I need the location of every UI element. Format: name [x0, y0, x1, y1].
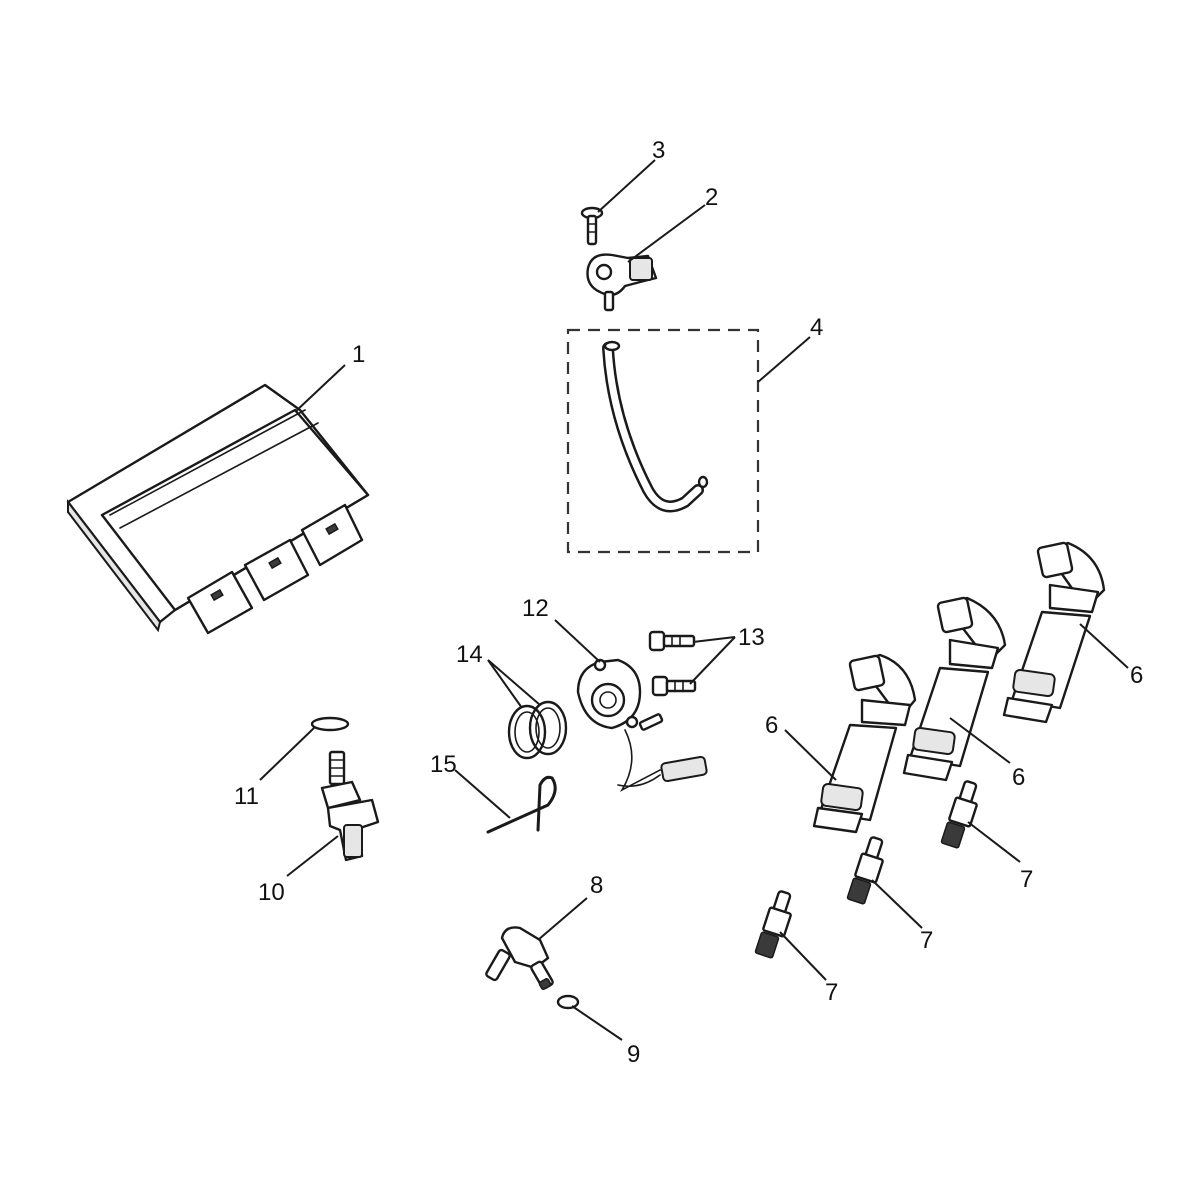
callout-14: 14	[456, 641, 483, 668]
throttle-position-sensor	[576, 658, 708, 793]
callout-7-left: 7	[825, 979, 838, 1006]
callout-4: 4	[810, 314, 823, 341]
ecu-module	[66, 383, 370, 635]
callout-11: 11	[234, 783, 259, 810]
callout-10: 10	[258, 879, 285, 906]
callout-13: 13	[738, 624, 765, 651]
callout-7-right: 7	[1020, 866, 1033, 893]
callouts: 1 2 3 4 12 13 14 15 11 10 8 9 6 6 6 7 7 …	[234, 137, 1143, 1068]
callout-9: 9	[627, 1041, 640, 1068]
hose-kit-box	[566, 328, 760, 554]
callout-7-middle: 7	[920, 927, 933, 954]
callout-12: 12	[522, 595, 549, 622]
crank-sensor	[485, 926, 554, 990]
ignition-coil-right	[1002, 541, 1106, 724]
callout-6-right: 6	[1130, 662, 1143, 689]
callout-3: 3	[652, 137, 665, 164]
vacuum-hose	[602, 340, 709, 513]
temperature-sensor	[320, 750, 380, 862]
o-rings	[507, 700, 568, 760]
screw	[580, 206, 604, 246]
ecu-connector-3	[300, 503, 364, 567]
ignition-coil-left	[812, 653, 917, 834]
bolt-upper	[648, 630, 696, 652]
callout-8: 8	[590, 872, 603, 899]
o-ring-tiny	[556, 994, 580, 1010]
o-ring-small	[310, 716, 350, 732]
retaining-clip	[486, 775, 557, 834]
ecu-connector-2	[243, 538, 310, 602]
spark-plug-left	[754, 890, 792, 959]
ignition-coil-middle	[902, 596, 1007, 782]
callout-6-left: 6	[765, 712, 778, 739]
spark-plug-middle	[846, 836, 884, 905]
callout-2: 2	[705, 184, 718, 211]
pressure-sensor	[586, 253, 658, 312]
callout-6-middle: 6	[1012, 764, 1025, 791]
ecu-connector-1	[186, 570, 254, 635]
callout-1: 1	[352, 341, 365, 368]
bolt-lower	[651, 675, 697, 697]
callout-15: 15	[430, 751, 457, 778]
leader-lines	[259, 159, 1129, 1041]
spark-plug-right	[940, 780, 978, 849]
